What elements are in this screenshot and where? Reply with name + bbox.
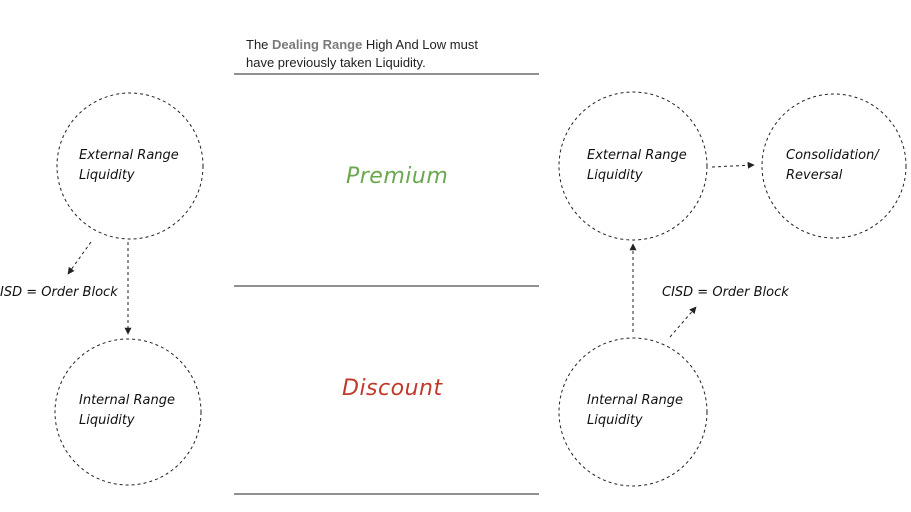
left-internal-range-circle [54,338,202,486]
right-reversal-circle [761,93,907,239]
dealing-range-note: The Dealing Range High And Low must have… [246,36,478,72]
premium-label: Premium [346,164,449,189]
note-line-1: The Dealing Range High And Low must [246,36,478,54]
discount-label: Discount [342,376,443,401]
left-external-range-circle [56,92,204,240]
right-external-line1: External Range [587,148,687,163]
right-cisd-label: CISD = Order Block [662,285,789,300]
left-internal-line1: Internal Range [79,393,175,408]
right-reversal-line1: Consolidation/ [786,148,879,163]
note-highlight: Dealing Range [272,37,363,52]
left-cisd-label: ISD = Order Block [0,285,118,300]
left-internal-range-label: Internal Range Liquidity [79,391,175,431]
right-reversal-label: Consolidation/ Reversal [786,146,879,186]
right-internal-line2: Liquidity [587,413,643,428]
note-suffix: High And Low must [362,37,478,52]
left-cisd-arrow [67,241,92,275]
left-external-range-label: External Range Liquidity [79,146,179,186]
right-internal-range-circle [558,337,708,487]
right-reversal-line2: Reversal [786,168,843,183]
left-internal-line2: Liquidity [79,413,135,428]
note-line-2: have previously taken Liquidity. [246,55,426,70]
right-internal-range-label: Internal Range Liquidity [587,391,683,431]
right-external-range-label: External Range Liquidity [587,146,687,186]
right-reversal-arrow [711,161,755,169]
right-external-range-circle [558,91,708,241]
left-external-line2: Liquidity [79,168,135,183]
note-prefix: The [246,37,273,52]
right-cisd-arrow [669,306,697,338]
left-external-line1: External Range [79,148,179,163]
right-external-line2: Liquidity [587,168,643,183]
right-internal-line1: Internal Range [587,393,683,408]
